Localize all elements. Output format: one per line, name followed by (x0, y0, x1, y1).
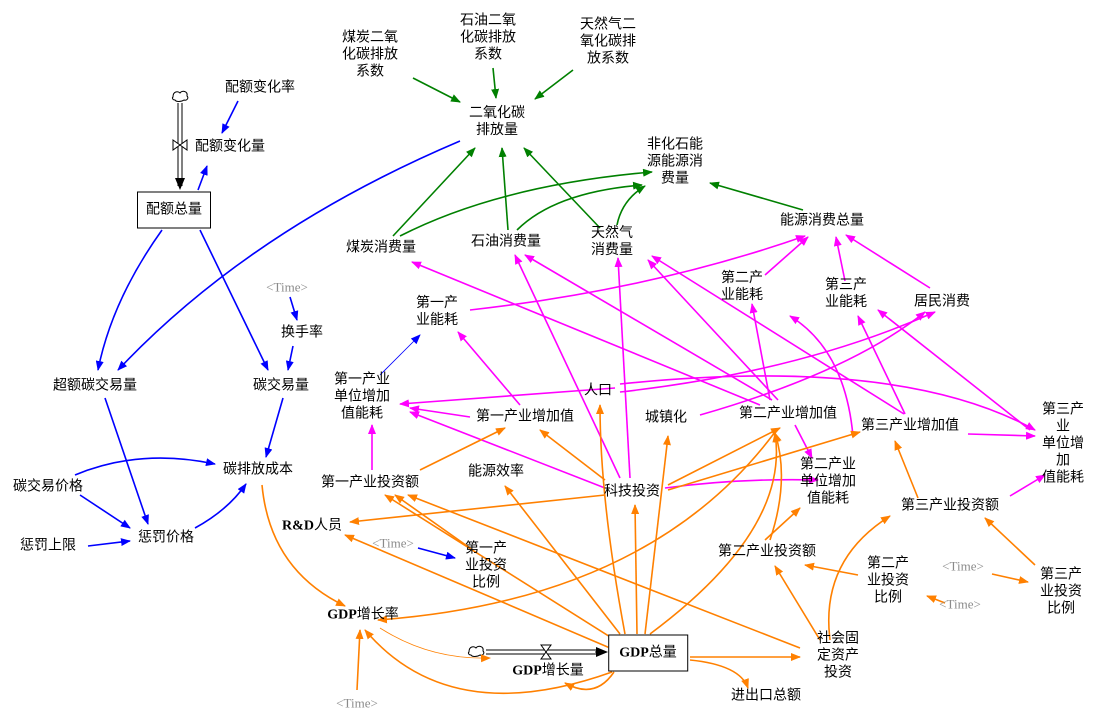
gdp-prefix: GDP (327, 607, 357, 623)
gdp-prefix: GDP (619, 645, 649, 661)
secondary-unit-value-energy[interactable]: 第二产业 单位增加 值能耗 (800, 456, 856, 507)
turnover-rate[interactable]: 换手率 (281, 324, 323, 341)
cloud-icon (171, 90, 189, 102)
fixed-asset-investment[interactable]: 社会固 定资产 投资 (817, 630, 859, 681)
gdp-total-stock[interactable]: GDP总量 (608, 634, 688, 672)
gdp-increment-flow[interactable]: GDP增长量 (512, 663, 584, 680)
co2-links (392, 67, 804, 237)
time-shadow-variable[interactable]: <Time> (336, 695, 378, 711)
tertiary-unit-value-energy[interactable]: 第三产业 单位增加 值能耗 (1042, 401, 1084, 486)
tertiary-investment-ratio[interactable]: 第三产 业投资 比例 (1040, 566, 1082, 617)
coal-consumption[interactable]: 煤炭消费量 (346, 239, 416, 256)
rd-prefix: R&D (282, 518, 314, 534)
carbon-trade-price[interactable]: 碳交易价格 (13, 478, 83, 495)
penalty-cap[interactable]: 惩罚上限 (20, 537, 76, 554)
gdp-increment-label: 增长量 (541, 662, 584, 679)
gdp-prefix: GDP (512, 663, 542, 679)
urbanization[interactable]: 城镇化 (645, 409, 687, 426)
carbon-trade-volume[interactable]: 碳交易量 (253, 377, 309, 394)
carbon-market-links (74, 100, 461, 560)
tertiary-industry-energy[interactable]: 第三产 业能耗 (825, 277, 867, 310)
non-fossil-energy-consumption[interactable]: 非化石能 源能源消 费量 (647, 136, 703, 187)
primary-industry-energy[interactable]: 第一产 业能耗 (416, 295, 458, 328)
coal-co2-coefficient[interactable]: 煤炭二氧 化碳排放 系数 (342, 29, 398, 80)
quota-change-flow[interactable]: 配额变化量 (195, 138, 265, 155)
gas-co2-coefficient[interactable]: 天然气二 氧化碳排 放系数 (580, 16, 636, 67)
carbon-emission-cost[interactable]: 碳排放成本 (223, 461, 293, 478)
oil-co2-coefficient[interactable]: 石油二氧 化碳排放 系数 (460, 12, 516, 63)
total-energy-consumption[interactable]: 能源消费总量 (780, 212, 864, 229)
resident-consumption[interactable]: 居民消费 (914, 293, 970, 310)
population[interactable]: 人口 (584, 382, 612, 399)
co2-emissions[interactable]: 二氧化碳 排放量 (469, 105, 525, 138)
primary-industry-investment[interactable]: 第一产业投资额 (321, 474, 419, 491)
cloud-icon (467, 645, 485, 657)
secondary-industry-energy[interactable]: 第二产 业能耗 (721, 270, 763, 303)
quota-total-stock[interactable]: 配额总量 (137, 191, 211, 229)
quota-change-rate[interactable]: 配额变化率 (225, 79, 295, 96)
time-shadow-variable[interactable]: <Time> (266, 279, 308, 295)
gdp-total-label: 总量 (648, 644, 677, 661)
excess-carbon-trade-volume[interactable]: 超额碳交易量 (53, 377, 137, 394)
gas-consumption[interactable]: 天然气 消费量 (591, 225, 633, 258)
time-shadow-variable[interactable]: <Time> (372, 535, 414, 551)
time-shadow-variable[interactable]: <Time> (939, 596, 981, 612)
tech-investment[interactable]: 科技投资 (604, 483, 660, 500)
primary-investment-ratio[interactable]: 第一产 业投资 比例 (465, 540, 507, 591)
import-export-total[interactable]: 进出口总额 (731, 687, 801, 704)
secondary-investment-ratio[interactable]: 第二产 业投资 比例 (867, 555, 909, 606)
flow-gdp (486, 644, 608, 660)
energy-links (368, 234, 1046, 497)
penalty-price[interactable]: 惩罚价格 (138, 529, 194, 546)
rd-staff[interactable]: R&D人员 (282, 518, 342, 535)
gdp-growth-rate-label: 增长率 (356, 606, 399, 623)
primary-unit-value-energy[interactable]: 第一产业 单位增加 值能耗 (334, 371, 390, 422)
flow-quota (172, 103, 188, 190)
oil-consumption[interactable]: 石油消费量 (471, 233, 541, 250)
gdp-growth-rate[interactable]: GDP增长率 (327, 607, 399, 624)
time-shadow-variable[interactable]: <Time> (942, 558, 984, 574)
secondary-industry-investment[interactable]: 第二产业投资额 (718, 543, 816, 560)
tertiary-industry-investment[interactable]: 第三产业投资额 (901, 497, 999, 514)
energy-efficiency[interactable]: 能源效率 (468, 463, 524, 480)
secondary-industry-value-added[interactable]: 第二产业增加值 (739, 405, 837, 422)
rd-label: 人员 (313, 517, 342, 534)
tertiary-industry-value-added[interactable]: 第三产业增加值 (861, 417, 959, 434)
economy-links (261, 404, 1036, 695)
primary-industry-value-added[interactable]: 第一产业增加值 (476, 408, 574, 425)
